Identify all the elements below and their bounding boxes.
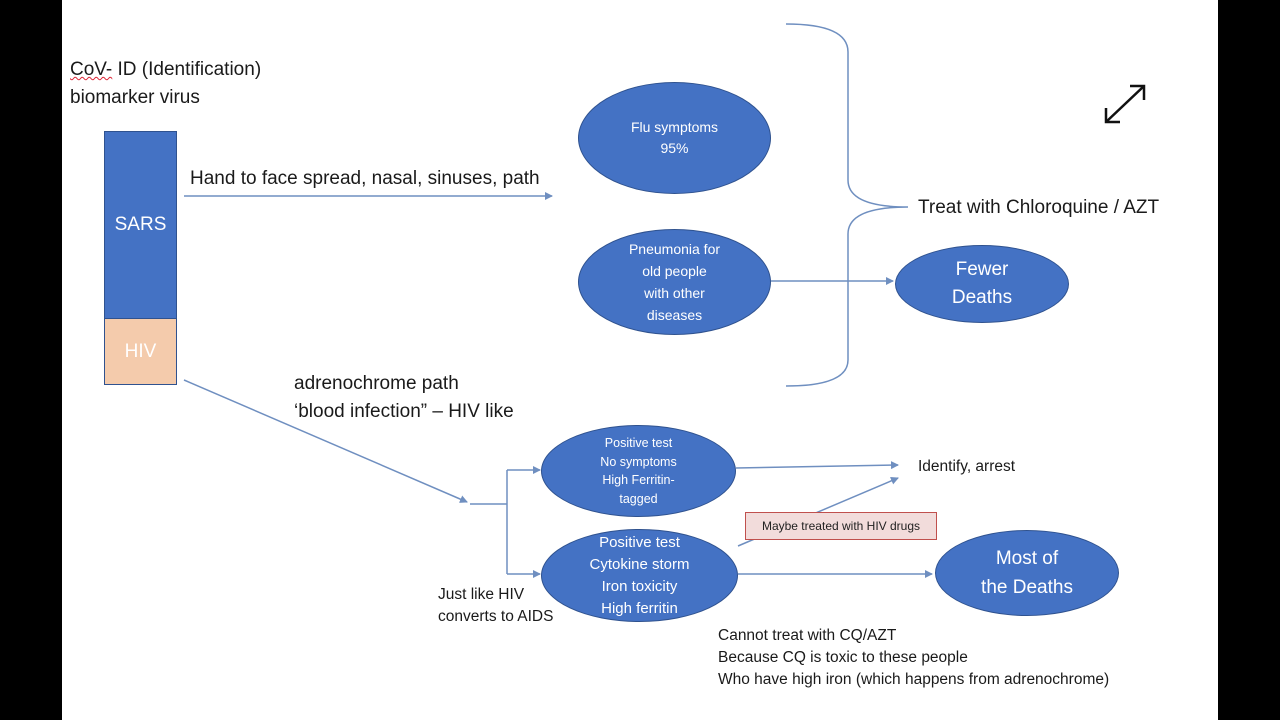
hiv-bar: HIV	[104, 319, 177, 385]
positive-cytokine-node: Positive test Cytokine storm Iron toxici…	[541, 529, 738, 622]
cq-toxic-label: Because CQ is toxic to these people	[718, 649, 968, 666]
arrow-positive-to-identify	[735, 461, 899, 470]
title-line-1: CoV- ID (Identification)	[70, 56, 261, 84]
sars-bar: SARS	[104, 131, 177, 319]
fewer-deaths-text: Fewer Deaths	[951, 259, 1013, 308]
positive-no-symptoms-text: Positive test No symptoms High Ferritin-…	[600, 436, 677, 506]
hiv-label: HIV	[124, 340, 157, 362]
converts-to-aids-label: converts to AIDS	[438, 608, 554, 625]
just-like-hiv-label: Just like HIV	[438, 586, 525, 603]
maybe-treated-text: Maybe treated with HIV drugs	[761, 519, 921, 533]
identify-arrest-label: Identify, arrest	[918, 458, 1016, 475]
most-deaths-text: Most of the Deaths	[981, 548, 1073, 598]
slide: CoV- ID (Identification) biomarker virus…	[62, 0, 1218, 720]
title-id-text: ID (Identification)	[112, 59, 262, 80]
right-brace	[785, 23, 909, 387]
adrenochrome-path-label: adrenochrome path	[294, 373, 459, 394]
pneumonia-text: Pneumonia for old people with other dise…	[628, 241, 721, 323]
expand-arrows-icon[interactable]	[1102, 82, 1148, 126]
flu-symptoms-node: Flu symptoms 95%	[578, 82, 771, 194]
positive-no-symptoms-node: Positive test No symptoms High Ferritin-…	[541, 425, 736, 517]
treat-chloroquine-label: Treat with Chloroquine / AZT	[918, 197, 1160, 218]
title-cov-prefix: CoV-	[70, 59, 113, 80]
flu-symptoms-text: Flu symptoms 95%	[630, 119, 719, 156]
sars-label: SARS	[114, 214, 167, 235]
maybe-treated-callout: Maybe treated with HIV drugs	[745, 512, 937, 540]
most-deaths-node: Most of the Deaths	[935, 530, 1119, 616]
hand-to-face-label: Hand to face spread, nasal, sinuses, pat…	[190, 168, 540, 189]
arrow-hiv-diagonal	[183, 379, 468, 503]
high-iron-label: Who have high iron (which happens from a…	[718, 671, 1110, 688]
fewer-deaths-node: Fewer Deaths	[895, 245, 1069, 323]
cannot-treat-label: Cannot treat with CQ/AZT	[718, 627, 897, 644]
blood-infection-label: ‘blood infection” – HIV like	[294, 401, 514, 422]
diagram-title: CoV- ID (Identification) biomarker virus	[70, 56, 261, 112]
title-line-2: biomarker virus	[70, 87, 200, 108]
pneumonia-node: Pneumonia for old people with other dise…	[578, 229, 771, 335]
positive-cytokine-text: Positive test Cytokine storm Iron toxici…	[589, 533, 690, 617]
